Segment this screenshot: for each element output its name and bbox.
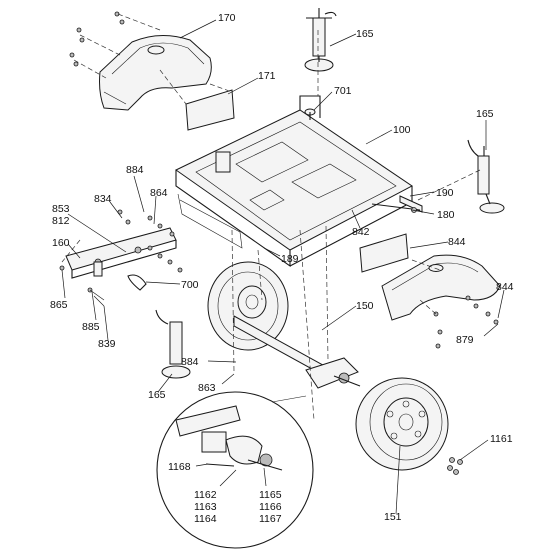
right-fender [381,254,501,321]
label-100: 100 [393,124,411,136]
label-165-left: 165 [148,389,166,401]
label-180: 180 [437,209,455,221]
jack-stand-top-165 [304,8,337,72]
jack-stand-right-165 [467,139,505,214]
label-1166: 1166 [259,501,282,513]
right-wheel-151 [355,377,449,471]
label-189: 189 [281,253,299,265]
label-844-fender: 844 [496,281,514,293]
left-wheel [207,261,289,351]
label-885: 885 [82,321,100,333]
label-839: 839 [98,338,116,350]
label-1168: 1168 [168,461,191,473]
fasteners-bracket [59,209,183,307]
wheel-nuts-1161 [447,457,463,475]
fasteners-right [419,295,499,349]
left-fender-170 [99,35,212,111]
label-865: 865 [50,299,68,311]
dashed-guide-lines [61,30,481,421]
axle-150 [233,315,361,389]
label-701: 701 [334,85,352,97]
label-884-top: 884 [126,164,144,176]
label-844-plate: 844 [448,236,466,248]
label-171: 171 [258,70,276,82]
plate-842 [359,233,409,273]
detail-view-circle [156,391,314,549]
label-842: 842 [352,226,370,238]
label-160: 160 [52,237,70,249]
label-165-right: 165 [476,108,494,120]
label-1163: 1163 [194,501,217,513]
label-151: 151 [384,511,402,523]
label-1161: 1161 [490,433,513,445]
fasteners-top-left [69,11,161,79]
jack-stand-left-165 [155,309,191,379]
plate-171 [159,69,235,131]
knob-701 [304,108,316,120]
label-165-top: 165 [356,28,374,40]
label-812: 812 [52,215,70,227]
label-853: 853 [52,203,70,215]
label-700: 700 [181,279,199,291]
part-labels: 170 165 171 701 100 165 884 834 864 853 … [50,12,514,525]
label-170: 170 [218,12,236,24]
label-834: 834 [94,193,112,205]
leader-lines [61,19,505,515]
label-150: 150 [356,300,374,312]
label-863: 863 [198,382,216,394]
label-1164: 1164 [194,513,217,525]
bracket-160 [65,227,177,279]
label-1165: 1165 [259,489,282,501]
label-884-bottom: 884 [181,356,199,368]
label-864: 864 [150,187,168,199]
label-879: 879 [456,334,474,346]
label-1162: 1162 [194,489,217,501]
label-190: 190 [436,187,454,199]
label-1167: 1167 [259,513,282,525]
